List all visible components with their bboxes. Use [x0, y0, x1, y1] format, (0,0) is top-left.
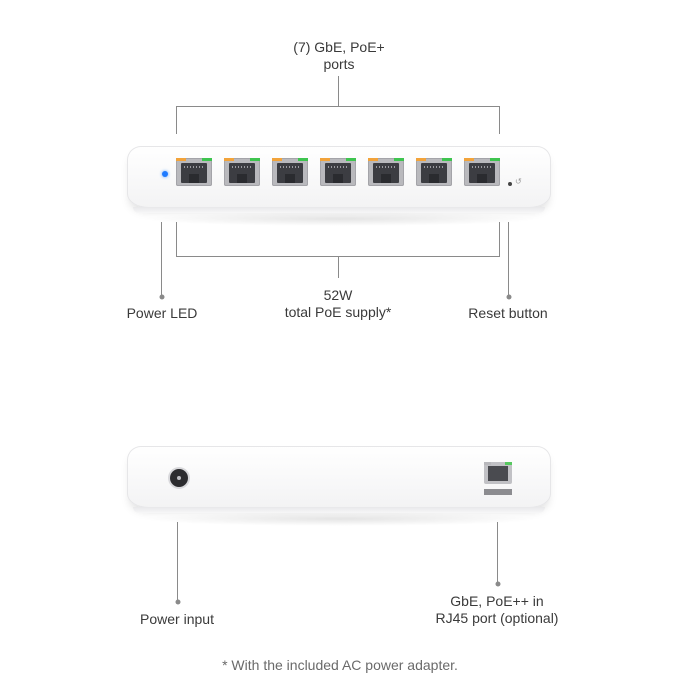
- poe-callout-stem: [338, 256, 339, 278]
- rear-port-tag: [484, 489, 512, 495]
- reset-button-hole: [508, 182, 512, 186]
- power-led-callout-dot: [159, 294, 164, 300]
- reset-button-label: Reset button: [468, 305, 548, 321]
- rj45-port-6: [416, 158, 452, 186]
- ports-callout-line2: ports: [323, 56, 355, 72]
- rj45-port-2: [224, 158, 260, 186]
- dc-power-jack: [170, 469, 188, 487]
- rj45-port-4: [320, 158, 356, 186]
- reset-callout-dot: [506, 294, 511, 300]
- uplink-port-label-line1: GbE, PoE++ in: [450, 593, 544, 609]
- reset-icon: ↺: [515, 177, 522, 186]
- ports-callout-bracket-right: [499, 106, 500, 134]
- poe-callout-line1: 52W: [323, 287, 353, 303]
- ports-callout-line1: (7) GbE, PoE+: [293, 39, 385, 55]
- power-led-label: Power LED: [126, 305, 198, 321]
- uplink-port-label-line2: RJ45 port (optional): [435, 610, 559, 626]
- power-input-label: Power input: [140, 611, 214, 627]
- rj45-port-7: [464, 158, 500, 186]
- rear-rj45-port: [484, 462, 512, 484]
- poe-callout-bracket-left: [176, 222, 177, 256]
- ports-callout-stem: [338, 76, 339, 106]
- rj45-port-3: [272, 158, 308, 186]
- ports-callout-bracket-h: [176, 106, 500, 107]
- power-led: [162, 171, 168, 177]
- rear-device-shadow: [140, 512, 540, 526]
- uplink-callout-line: [497, 522, 498, 584]
- power-input-callout-line: [177, 522, 178, 602]
- rj45-port-1: [176, 158, 212, 186]
- power-led-callout-line: [161, 222, 162, 297]
- switch-front-panel: ↺: [127, 146, 551, 213]
- front-device-shadow: [140, 212, 540, 226]
- poe-callout-bracket-right: [499, 222, 500, 256]
- power-input-callout-dot: [175, 599, 180, 605]
- ports-callout-bracket-left: [176, 106, 177, 134]
- poe-callout-line2: total PoE supply*: [284, 304, 392, 320]
- reset-callout-line: [508, 222, 509, 297]
- rj45-port-5: [368, 158, 404, 186]
- footnote: * With the included AC power adapter.: [222, 657, 458, 673]
- uplink-callout-dot: [495, 581, 500, 587]
- switch-rear-panel: [127, 446, 551, 513]
